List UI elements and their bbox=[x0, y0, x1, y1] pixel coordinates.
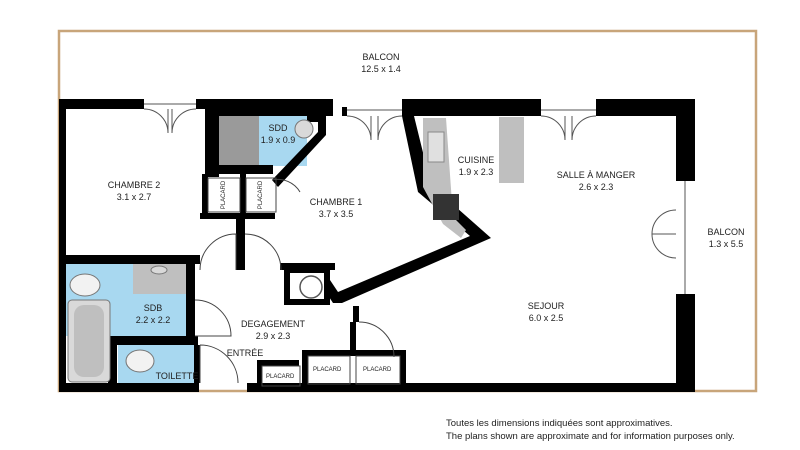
room-label-balcon-top: BALCON 12.5 x 1.4 bbox=[341, 51, 421, 75]
room-dimensions: 6.0 x 2.5 bbox=[528, 313, 564, 323]
room-name: DEGAGEMENT bbox=[240, 319, 305, 329]
room-dimensions: 2.9 x 2.3 bbox=[255, 331, 291, 341]
room-name: SEJOUR bbox=[527, 301, 565, 311]
room-dimensions: 1.3 x 5.5 bbox=[708, 239, 744, 249]
room-dimensions: 2.2 x 2.2 bbox=[135, 315, 171, 325]
sdd-diagonal-wall bbox=[272, 116, 326, 187]
room-name: BALCON bbox=[362, 52, 400, 62]
sdd-sink bbox=[294, 119, 314, 139]
room-name: SALLE À MANGER bbox=[556, 170, 636, 180]
room-label-sdb: SDB 2.2 x 2.2 bbox=[128, 302, 178, 326]
washer-drum bbox=[299, 275, 323, 299]
room-dimensions: 3.1 x 2.7 bbox=[116, 192, 152, 202]
room-dimensions: 1.9 x 2.3 bbox=[458, 167, 494, 177]
bathtub-inner bbox=[74, 305, 104, 377]
placard-label: PLACARD bbox=[363, 367, 392, 373]
placard-label: PLACARD bbox=[221, 180, 227, 210]
room-name: SDD bbox=[268, 123, 288, 133]
room-label-chambre2: CHAMBRE 2 3.1 x 2.7 bbox=[94, 179, 174, 203]
room-label-chambre1: CHAMBRE 1 3.7 x 3.5 bbox=[296, 196, 376, 220]
room-name: SDB bbox=[143, 303, 163, 313]
sdd-shower bbox=[219, 116, 259, 165]
disclaimer: Toutes les dimensions indiquées sont app… bbox=[446, 417, 735, 443]
room-label-salle-a-manger: SALLE À MANGER 2.6 x 2.3 bbox=[546, 169, 646, 193]
placard-label: PLACARD bbox=[266, 374, 295, 380]
walls bbox=[59, 99, 695, 392]
room-name: ENTRÉE bbox=[226, 348, 264, 358]
doors bbox=[194, 177, 401, 387]
toilette-toilet bbox=[125, 349, 155, 373]
kitchen-diagonal-wall bbox=[320, 116, 491, 303]
room-dimensions: 1.9 x 0.9 bbox=[260, 135, 296, 145]
disclaimer-en: The plans shown are approximate and for … bbox=[446, 431, 735, 442]
room-label-entree: ENTRÉE bbox=[223, 347, 267, 359]
windows bbox=[143, 103, 686, 294]
room-label-toilette: TOILETTE bbox=[152, 370, 202, 382]
room-dimensions: 3.7 x 3.5 bbox=[318, 209, 354, 219]
room-label-sdd: SDD 1.9 x 0.9 bbox=[255, 122, 301, 146]
kitchen-sink bbox=[427, 131, 445, 163]
room-label-sejour: SEJOUR 6.0 x 2.5 bbox=[506, 300, 586, 324]
room-label-balcon-right: BALCON 1.3 x 5.5 bbox=[697, 226, 755, 250]
kitchen-island bbox=[499, 117, 524, 183]
cooktop bbox=[433, 194, 459, 220]
sdb-toilet bbox=[69, 273, 101, 297]
room-label-cuisine: CUISINE 1.9 x 2.3 bbox=[446, 154, 506, 178]
placard-label: PLACARD bbox=[313, 367, 342, 373]
room-name: CUISINE bbox=[457, 155, 495, 165]
placard-label: PLACARD bbox=[258, 180, 264, 210]
room-name: CHAMBRE 1 bbox=[309, 197, 363, 207]
room-name: BALCON bbox=[707, 227, 745, 237]
room-name: TOILETTE bbox=[155, 371, 199, 381]
room-dimensions: 12.5 x 1.4 bbox=[361, 64, 401, 74]
room-label-degagement: DEGAGEMENT 2.9 x 2.3 bbox=[233, 318, 313, 342]
room-dimensions: 2.6 x 2.3 bbox=[578, 182, 614, 192]
room-name: CHAMBRE 2 bbox=[107, 180, 161, 190]
sdb-sink bbox=[150, 265, 168, 275]
disclaimer-fr: Toutes les dimensions indiquées sont app… bbox=[446, 418, 673, 429]
